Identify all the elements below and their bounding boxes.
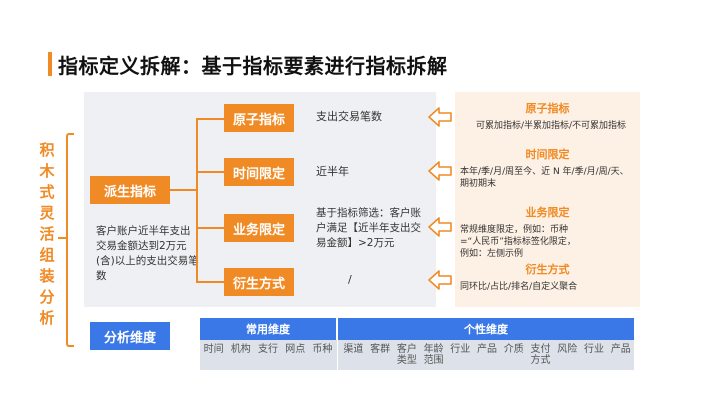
connector-branch-2	[196, 171, 224, 173]
dimension-item: 客群	[370, 344, 391, 355]
element-value-derivation: /	[348, 273, 352, 286]
dimension-item: 支付方式	[530, 344, 551, 366]
dimension-item: 机构	[230, 344, 251, 355]
element-box-atomic: 原子指标	[224, 104, 294, 132]
category-title-atomic: 原子指标	[525, 102, 570, 115]
arrow-left-icon	[428, 270, 452, 290]
element-box-business: 业务限定	[224, 214, 294, 242]
page-title: 指标定义拆解：基于指标要素进行指标拆解	[58, 54, 448, 78]
dimension-item: 客户类型	[396, 344, 417, 366]
dimension-item: 产品	[477, 344, 498, 355]
dimensions-body	[200, 340, 634, 370]
custom-dimensions-header: 个性维度	[338, 318, 634, 340]
dimension-item: 网点	[285, 344, 306, 355]
title-accent-bar	[48, 52, 52, 76]
arrow-left-icon	[428, 107, 452, 127]
dimensions-divider	[337, 318, 338, 370]
custom-dimension-list: 渠道客群客户类型年龄范围行业产品介质支付方式风险行业产品	[340, 344, 634, 368]
arrow-left-icon	[428, 217, 452, 237]
category-desc-atomic: 可累加指标/半累加指标/不可累加指标	[475, 121, 627, 131]
element-categories-panel	[455, 92, 640, 307]
connector-branch-1	[196, 118, 224, 120]
category-title-derivation: 衍生方式	[525, 263, 570, 276]
derived-metric-box: 派生指标	[90, 176, 170, 204]
dimension-item: 渠道	[343, 344, 364, 355]
dimension-item: 时间	[203, 344, 224, 355]
connector-branch-4	[196, 281, 224, 283]
common-dimension-list: 时间机构支行网点币种	[200, 344, 336, 368]
arrow-left-icon	[428, 161, 452, 181]
connector-horizontal	[170, 189, 196, 191]
element-value-time: 近半年	[316, 165, 349, 178]
left-bracket	[66, 133, 74, 347]
bracket-connector	[58, 237, 66, 239]
category-desc-derivation: 同环比/占比/排名/自定义聚合	[460, 282, 578, 292]
analysis-dimension-box: 分析维度	[90, 322, 170, 350]
dimension-item: 行业	[450, 344, 471, 355]
category-desc-business: 常规维度限定，例如：币种=“人民币”指标标签化限定，例如：左侧示例	[460, 225, 576, 259]
derived-metric-example: 客户账户近半年支出交易金额达到2万元(含)以上的支出交易笔数	[96, 225, 199, 282]
common-dimensions-header: 常用维度	[200, 318, 336, 340]
dimension-item: 年龄范围	[423, 344, 444, 366]
dimension-item: 币种	[312, 344, 333, 355]
category-title-business: 业务限定	[525, 206, 570, 219]
dimension-item: 介质	[503, 344, 524, 355]
element-value-atomic: 支出交易笔数	[316, 110, 382, 123]
dimension-item: 支行	[258, 344, 278, 355]
element-box-derivation: 衍生方式	[224, 268, 294, 296]
connector-vertical	[196, 118, 198, 282]
dimension-item: 行业	[583, 344, 604, 355]
category-title-time: 时间限定	[525, 148, 570, 161]
element-box-time: 时间限定	[224, 158, 294, 186]
element-value-business: 基于指标筛选：客户账户满足【近半年支出交易金额】>2万元	[316, 207, 421, 249]
dimension-item: 产品	[610, 344, 631, 355]
dimension-item: 风险	[557, 344, 578, 355]
vertical-label: 积木式灵活组装分析	[39, 141, 55, 327]
category-desc-time: 本年/季/月/周至今、近 N 年/季/月/周/天、期初期末	[460, 167, 629, 189]
connector-branch-3	[196, 227, 224, 229]
